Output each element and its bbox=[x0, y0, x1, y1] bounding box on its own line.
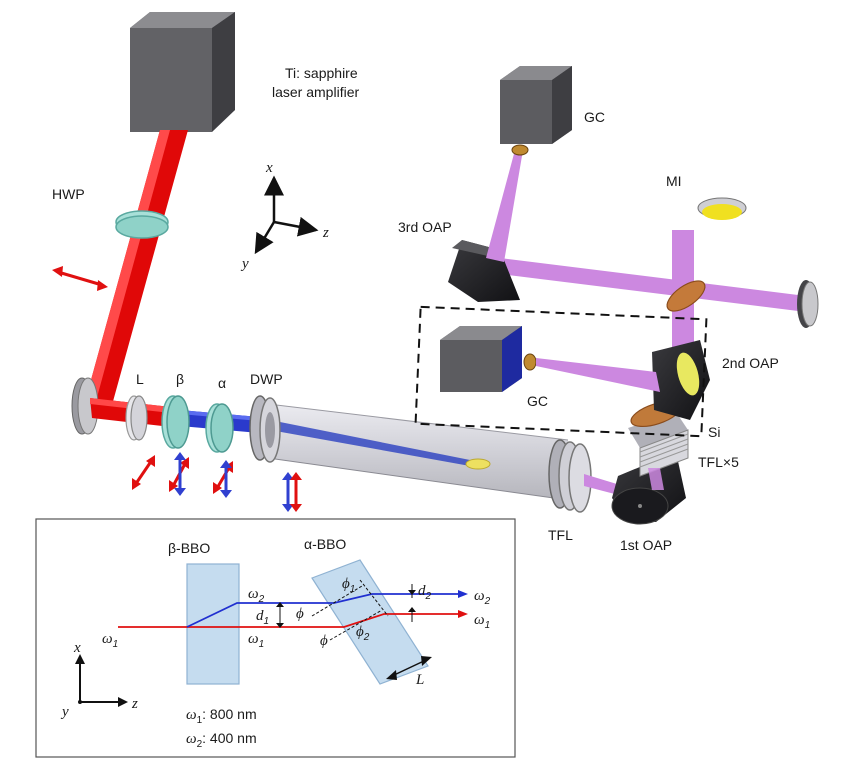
red-beam-upper bbox=[86, 130, 188, 405]
tfl-flange bbox=[548, 439, 592, 513]
mi-mirror bbox=[697, 197, 747, 220]
gc-top-camera bbox=[500, 66, 572, 156]
si-label: Si bbox=[708, 424, 720, 440]
oap3-label: 3rd OAP bbox=[398, 219, 452, 235]
inset-phi-label: ϕ bbox=[296, 606, 304, 622]
polarization-arrow-hwp bbox=[52, 266, 108, 291]
violet-beam-oap1-up bbox=[648, 468, 664, 490]
tfl5-label: TFL×5 bbox=[698, 454, 739, 470]
top-axis-z: z bbox=[322, 225, 329, 241]
tfl-stack bbox=[628, 412, 689, 477]
laser-label-line1: Ti: sapphire bbox=[285, 65, 358, 81]
oap2-mirror bbox=[652, 340, 710, 420]
top-axes: x z y bbox=[240, 160, 329, 272]
alpha-label: α bbox=[218, 375, 226, 391]
beamsplitter bbox=[666, 280, 706, 312]
beta-bbo-holder bbox=[161, 395, 190, 449]
end-mirror-right bbox=[797, 280, 819, 328]
gc-top-label: GC bbox=[584, 109, 605, 125]
laser-label-line2: laser amplifier bbox=[272, 84, 359, 100]
lens-l bbox=[125, 395, 148, 441]
gc-detection-dashed-box bbox=[414, 305, 708, 438]
dwp-flange bbox=[249, 395, 281, 463]
hwp-label: HWP bbox=[52, 186, 85, 202]
oap2-label: 2nd OAP bbox=[722, 355, 779, 371]
inset-phi-lower-label: ϕ bbox=[320, 633, 328, 649]
inset-legend-omega2: ω2: 400 nm bbox=[186, 730, 257, 750]
inset-length-arrow bbox=[386, 656, 432, 680]
inset-red-beam bbox=[118, 613, 460, 628]
violet-beam-horizontal bbox=[500, 258, 806, 312]
hwp-waveplate bbox=[115, 210, 169, 239]
inset-beta-bbo-crystal bbox=[186, 563, 240, 685]
inset-d2-marker bbox=[408, 584, 416, 622]
oap1-label: 1st OAP bbox=[620, 537, 672, 553]
mi-label: MI bbox=[666, 173, 682, 189]
inset-panel bbox=[35, 518, 516, 758]
top-axis-y: y bbox=[240, 256, 249, 272]
gc-mid-label: GC bbox=[527, 393, 548, 409]
svg-text:z: z bbox=[131, 696, 138, 712]
inset-alpha-bbo-crystal bbox=[311, 559, 429, 685]
alpha-bbo-holder bbox=[205, 403, 234, 453]
gas-cell-tube bbox=[267, 403, 569, 501]
oap1-mirror bbox=[611, 452, 686, 525]
inset-alpha-bbo-label: α-BBO bbox=[304, 536, 346, 552]
tfl-label: TFL bbox=[548, 527, 573, 543]
polarization-arrows bbox=[132, 452, 302, 512]
svg-text:x: x bbox=[73, 640, 81, 656]
laser-amplifier-box bbox=[130, 12, 235, 132]
inset-legend-omega1: ω1: 800 nm bbox=[186, 706, 257, 726]
gc-mid-camera bbox=[440, 326, 537, 392]
inset-axes: x z y bbox=[60, 640, 138, 720]
svg-text:y: y bbox=[60, 704, 69, 720]
beta-label: β bbox=[176, 371, 184, 387]
dwp-label: DWP bbox=[250, 371, 283, 387]
inset-beta-bbo-label: β-BBO bbox=[168, 540, 210, 556]
inset-L-label: L bbox=[415, 672, 424, 688]
lens-label: L bbox=[136, 371, 144, 387]
violet-beam-to-gc-top bbox=[486, 150, 523, 262]
top-axis-x: x bbox=[265, 160, 273, 176]
violet-beam-to-gc-mid bbox=[536, 358, 660, 392]
inset-d1-marker bbox=[276, 602, 284, 628]
